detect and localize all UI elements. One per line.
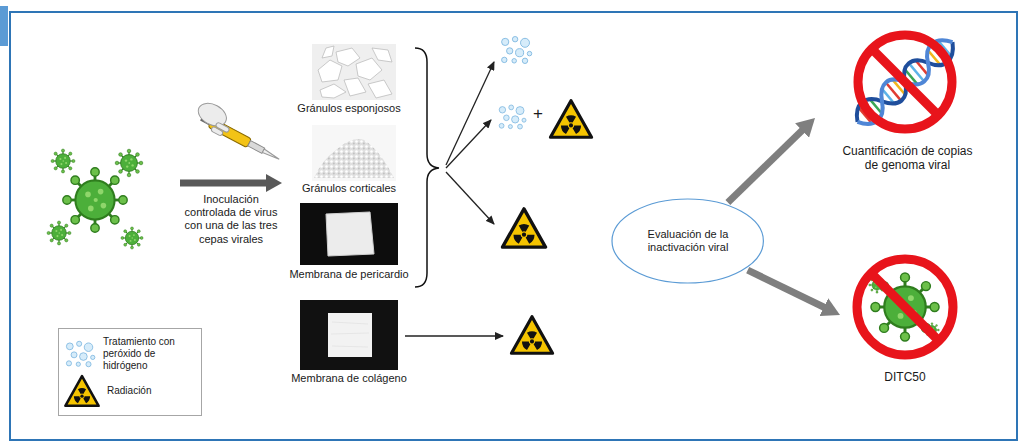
pipette-icon [248, 141, 265, 154]
page-frame [10, 12, 1017, 440]
material-photo: Membrana de colágeno [287, 298, 411, 385]
node-label: Cuantificación de copias de genoma viral [835, 144, 980, 173]
sponge-granules-photo [312, 44, 396, 100]
legend-box: Tratamiento con peróxido de hidrógenoRad… [58, 328, 202, 416]
node-label: Evaluación de la inactivación viral [642, 228, 734, 254]
material-photo: Gránulos esponjosos [287, 42, 411, 115]
collagen-membrane-photo [331, 333, 369, 334]
result-icon: DITC50 [840, 252, 970, 384]
sponge-granules-photo [356, 58, 382, 80]
pipette-icon [211, 126, 224, 136]
sponge-granules-photo [368, 80, 392, 98]
treatment-arrows [446, 62, 494, 165]
collagen-membrane-photo [332, 346, 368, 347]
treatment-arrows [405, 62, 503, 336]
treatment-arrows [405, 335, 503, 336]
material-photo: Membrana de pericardio [287, 200, 411, 281]
flow-arrow [748, 270, 830, 310]
node-label: Membrana de colágeno [291, 372, 407, 385]
no-dna-icon [858, 35, 952, 129]
plus-sign: + [528, 104, 548, 124]
no-dna-icon [850, 33, 960, 131]
virus-cluster [63, 168, 127, 232]
collagen-membrane-photo [300, 300, 398, 370]
cortical-granules-photo [314, 139, 394, 178]
legend-symbol [66, 341, 94, 367]
legend-label: Radiación [107, 385, 197, 397]
node-label: Gránulos corticales [302, 182, 396, 195]
cortical-granules-photo [312, 125, 396, 181]
sponge-granules-photo [320, 84, 346, 98]
treatment-icons [511, 317, 552, 354]
node-label: Membrana de pericardio [289, 268, 408, 281]
treatment-arrows [446, 120, 491, 168]
no-virus-icon [871, 273, 939, 341]
virus-cluster [51, 149, 75, 173]
no-virus-icon [857, 259, 953, 355]
virus-cluster [47, 149, 143, 249]
virus-cluster [115, 149, 143, 177]
no-virus-icon [857, 259, 953, 355]
legend-item: Tratamiento con peróxido de hidrógeno [63, 336, 197, 372]
step-label: Inoculación controlada de virus con una … [181, 193, 281, 246]
cortical-granules-photo [312, 125, 396, 181]
pipette-icon [192, 99, 288, 166]
treatment-icons [502, 209, 545, 247]
inoculation-arrow [180, 180, 272, 187]
no-dna-icon [886, 82, 901, 100]
plus-sign: + [528, 104, 548, 124]
no-dna-icon [872, 49, 938, 115]
collagen-membrane-photo [331, 322, 369, 347]
node-label: DITC50 [884, 370, 925, 384]
treatment-arrows [446, 172, 494, 224]
sponge-granules-photo [336, 48, 360, 66]
treatment-icons [499, 105, 526, 129]
sponge-granules-photo [312, 44, 396, 100]
node-label: Gránulos esponjosos [297, 102, 400, 115]
grouping-brace [415, 48, 439, 287]
no-dna-icon [909, 63, 924, 81]
virus-cluster [47, 221, 71, 245]
no-dna-icon [850, 33, 960, 131]
legend-swatch [63, 374, 101, 408]
collagen-membrane-photo [328, 313, 372, 357]
step-label: Inoculación controlada de virus con una … [181, 193, 281, 246]
no-dna-icon [850, 33, 960, 131]
legend-item: Radiación [63, 374, 197, 408]
evaluation-ellipse: Evaluación de la inactivación viral [611, 198, 764, 284]
material-photo: Gránulos corticales [287, 122, 411, 195]
sponge-granules-photo [318, 46, 392, 98]
flow-arrow [728, 126, 807, 202]
pipette-icon [262, 149, 280, 161]
treatment-icons [502, 37, 532, 64]
legend-swatch [63, 340, 97, 368]
no-virus-icon [871, 273, 939, 341]
ellipse-outline [612, 199, 763, 283]
page-frame [0, 6, 8, 46]
legend-label: Tratamiento con peróxido de hidrógeno [103, 336, 197, 372]
pericardium-membrane-photo [326, 212, 374, 256]
pericardium-membrane-photo [300, 203, 398, 265]
sponge-granules-photo [322, 46, 334, 58]
sponge-granules-photo [344, 78, 366, 96]
collagen-membrane-photo [332, 322, 368, 324]
no-dna-icon [850, 33, 960, 131]
collagen-membrane-photo [300, 300, 398, 370]
treatment-icons [499, 37, 591, 354]
treatment-icons [550, 101, 591, 138]
virus-cluster [121, 227, 143, 249]
legend-symbol [65, 376, 98, 406]
sponge-granules-photo [372, 48, 392, 62]
sponge-granules-photo [318, 60, 342, 82]
page-frame [0, 6, 1017, 440]
result-icon: Cuantificación de copias de genoma viral [815, 22, 1000, 173]
pericardium-membrane-photo [300, 203, 398, 265]
